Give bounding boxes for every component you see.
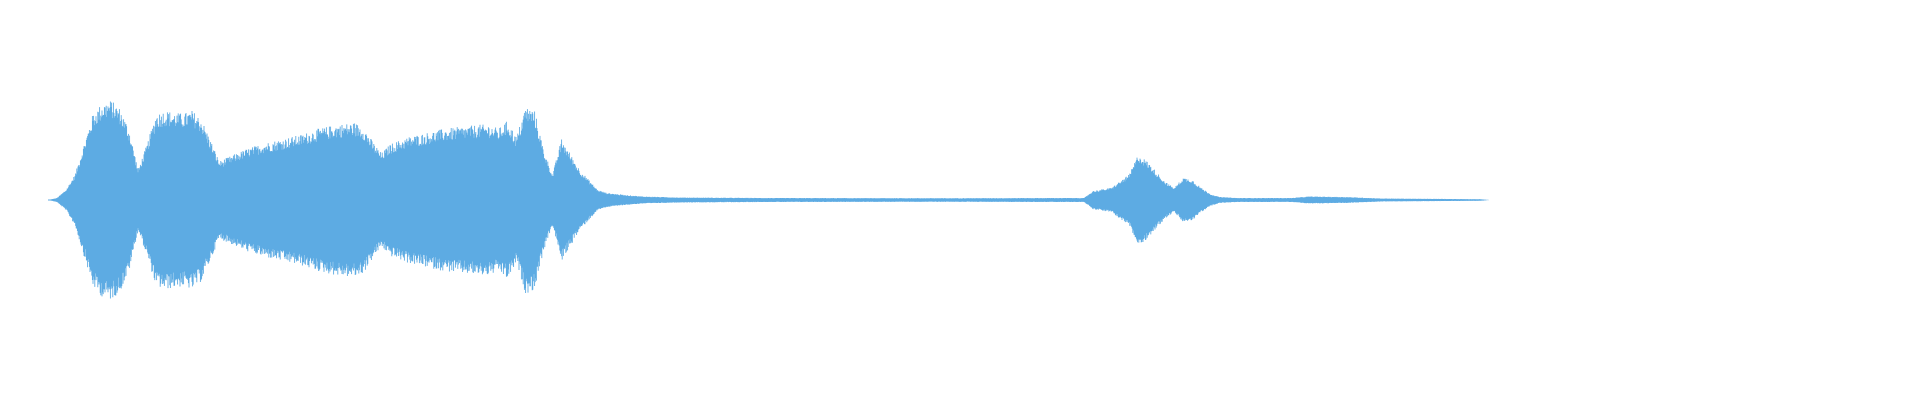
waveform-samples — [48, 101, 1490, 299]
waveform-trace — [48, 101, 1490, 299]
